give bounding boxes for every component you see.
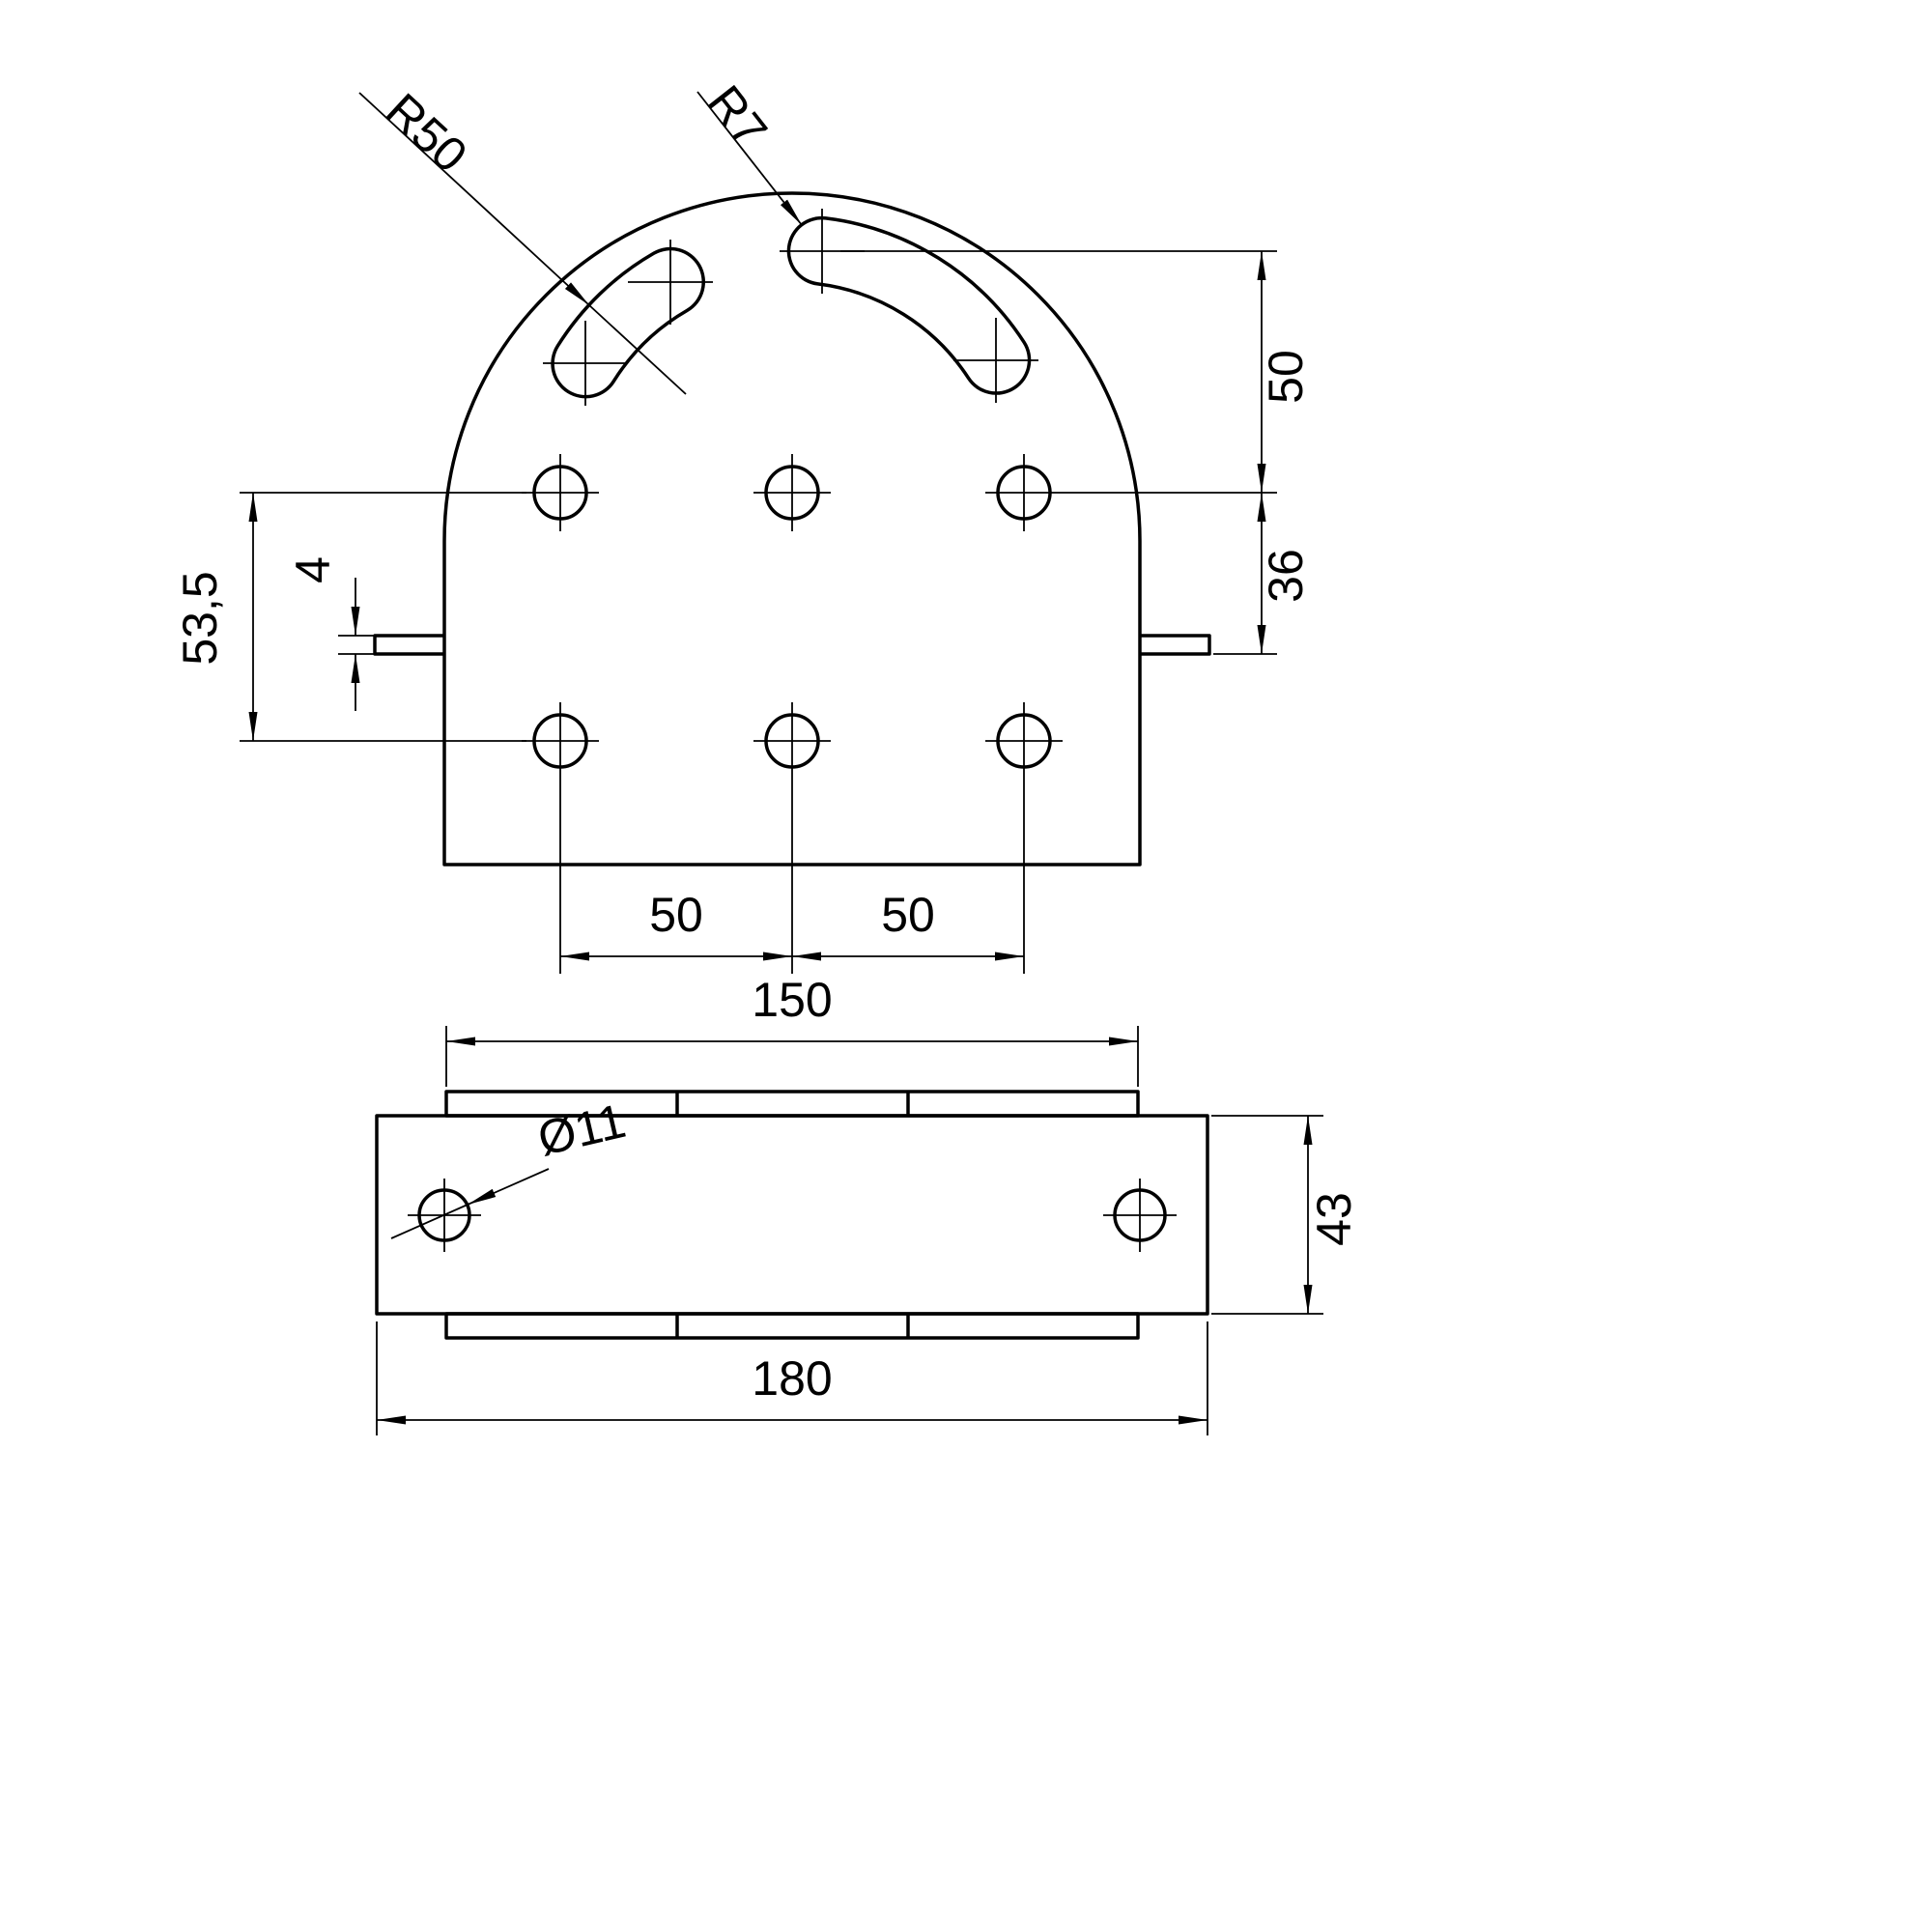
dim-label-50-right: 50 xyxy=(1259,350,1313,404)
r50-leader-tail xyxy=(588,304,687,395)
left-tab xyxy=(373,634,444,656)
bottom-view-centermarks xyxy=(408,1179,1177,1252)
hole-centermark xyxy=(985,702,1063,974)
dim-label-50-right-span: 50 xyxy=(881,888,935,942)
curved-slot-right xyxy=(786,215,1032,395)
dim-label-36: 36 xyxy=(1259,549,1313,603)
front-view-dimensions: R50 R7 50 36 53,5 xyxy=(173,75,1313,961)
r7-leader-line xyxy=(696,91,803,226)
dia11-leader-tail xyxy=(390,1204,469,1239)
dim-hole-row-spacing: 53,5 xyxy=(173,492,526,742)
bottom-view-top-strip xyxy=(444,1090,1140,1118)
bottom-view-dimensions: 150 Ø11 43 180 xyxy=(376,973,1361,1435)
dim-slot-to-hole-row: 50 xyxy=(840,250,1313,494)
dim-label-53-5: 53,5 xyxy=(173,571,227,665)
dim-label-r50: R50 xyxy=(376,83,477,183)
dia11-leader-line xyxy=(467,1168,550,1206)
right-tab xyxy=(1140,634,1211,656)
r50-leader-line xyxy=(358,92,590,306)
plate-outline xyxy=(442,191,1142,867)
dim-label-4: 4 xyxy=(286,556,340,583)
bottom-view xyxy=(375,1090,1209,1340)
hole-centermark xyxy=(522,454,599,531)
dim-label-150: 150 xyxy=(752,973,832,1027)
dim-label-43: 43 xyxy=(1307,1192,1361,1246)
front-view-centermarks xyxy=(522,209,1063,974)
dim-tab-thickness: 4 xyxy=(286,556,379,711)
slot-end-centermark xyxy=(543,321,628,406)
dim-height: 43 xyxy=(1211,1115,1361,1315)
slot-end-centermark xyxy=(628,240,713,325)
dim-hole-row-to-tab: 36 xyxy=(1213,493,1313,655)
dim-label-180: 180 xyxy=(752,1351,832,1406)
strip-segment-lines xyxy=(675,1092,910,1338)
bottom-view-bottom-strip xyxy=(444,1312,1140,1340)
curved-slot-left xyxy=(551,246,705,399)
hole-centermark xyxy=(1103,1179,1177,1252)
bottom-view-body xyxy=(375,1114,1209,1316)
slot-end-centermark xyxy=(953,318,1038,403)
dim-inner-length: 150 xyxy=(445,973,1139,1087)
dim-label-r7: R7 xyxy=(697,75,778,157)
dim-hole-column-spacing: 50 50 xyxy=(560,888,1024,961)
dim-label-dia11: Ø11 xyxy=(533,1094,631,1166)
hole-centermark xyxy=(522,702,599,974)
hole-centermark xyxy=(753,702,831,974)
hole-centermark xyxy=(753,454,831,531)
dim-label-50-left-span: 50 xyxy=(649,888,703,942)
dim-overall-length: 180 xyxy=(376,1321,1208,1435)
hole-centermark xyxy=(985,454,1063,531)
